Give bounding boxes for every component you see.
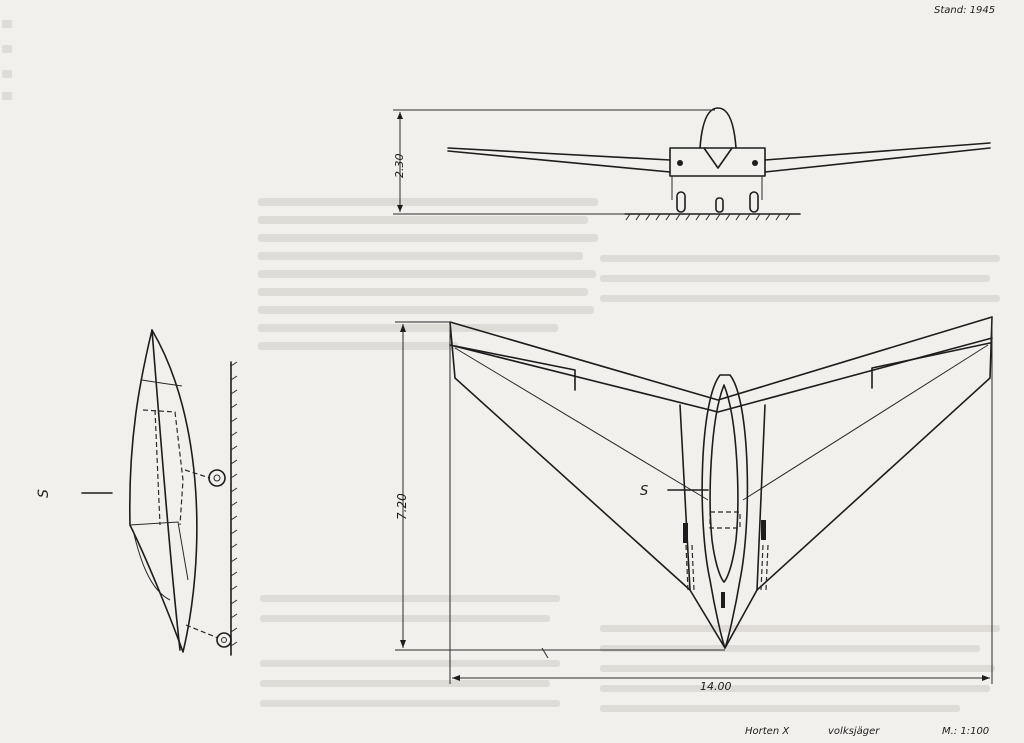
cg-label-plan: S — [640, 484, 648, 499]
main-gear-left — [676, 191, 686, 213]
front-view: 2.30 — [393, 107, 991, 221]
cannon-right — [761, 520, 766, 540]
seat-outline — [709, 511, 741, 529]
center-section — [669, 147, 766, 177]
fuselage-profile — [128, 329, 198, 653]
right-wing-lower — [764, 147, 991, 173]
main-wheel — [208, 469, 226, 487]
side-view: S — [36, 329, 238, 656]
intake-right — [752, 160, 758, 166]
spar-left — [454, 347, 709, 501]
drawing-scale: M.: 1:100 — [942, 726, 989, 737]
height-value: 2.30 — [393, 154, 406, 179]
cg-label-side: S — [36, 489, 52, 498]
bleed-through-text — [2, 20, 1000, 712]
cannon-left — [683, 523, 688, 543]
nose-wheel — [216, 632, 232, 648]
left-wing-upper — [447, 147, 671, 161]
nose-gear-plan — [721, 592, 725, 608]
title-block: Horten X volksjäger M.: 1:100 — [745, 726, 989, 737]
nose-gear — [715, 197, 724, 213]
main-gear-right — [749, 191, 759, 213]
intake-left — [677, 160, 683, 166]
right-wing-upper — [764, 142, 991, 161]
plan-view: S 7.20 14.00 — [395, 316, 993, 693]
aircraft-name: Horten X — [745, 726, 790, 737]
cockpit-plan — [709, 384, 739, 583]
date-stamp: Stand: 1945 — [934, 5, 995, 16]
length-value: 7.20 — [395, 493, 409, 520]
engine-outline — [142, 409, 184, 526]
span-value: 14.00 — [700, 680, 732, 693]
left-elevon — [454, 345, 576, 391]
left-wing-lower — [447, 150, 671, 173]
nose-fairing — [703, 147, 733, 169]
central-fuselage — [701, 374, 749, 649]
cockpit-canopy — [699, 107, 737, 149]
right-elevon — [871, 342, 991, 389]
aircraft-subtitle: volksjäger — [828, 726, 880, 737]
spar-right — [742, 344, 989, 501]
wing-chord-line — [151, 329, 181, 651]
